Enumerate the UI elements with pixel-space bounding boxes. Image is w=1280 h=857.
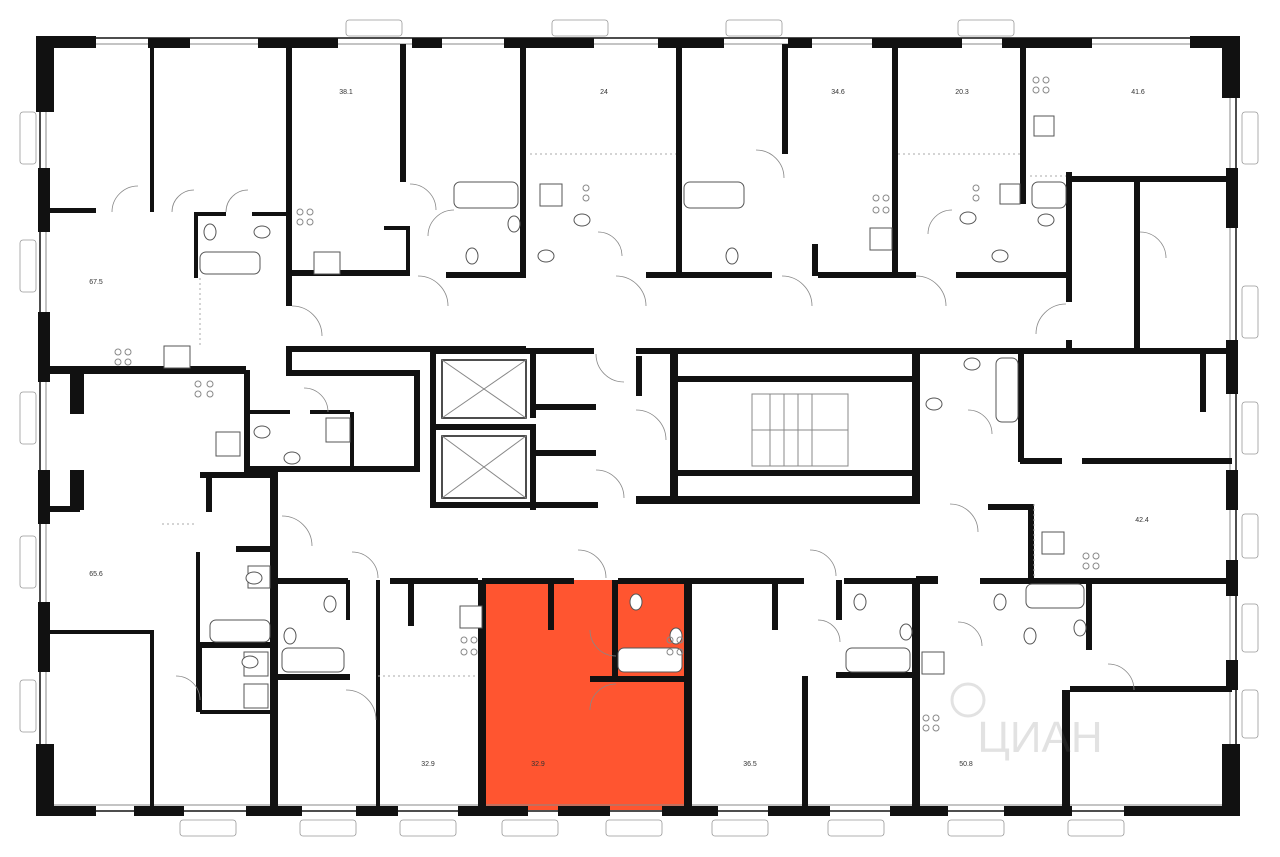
- elevator-core: [430, 348, 598, 510]
- bottom-row-walls: [278, 576, 1232, 810]
- area-label-apt-left-1: 67.5: [89, 279, 103, 286]
- outer-wall: [39, 37, 1237, 812]
- stair-core: [636, 352, 920, 504]
- area-label-apt-right-1: 42.4: [1135, 517, 1149, 524]
- left-block-walls: [50, 366, 278, 810]
- area-label-apt-bottom-1: 32.9: [421, 761, 435, 768]
- zone-lines: [162, 153, 1066, 677]
- windows: [19, 19, 1259, 837]
- watermark-text: ЦИАН: [977, 713, 1102, 762]
- corridor-lower-walls: [278, 504, 1232, 584]
- fixtures: [114, 76, 1100, 732]
- area-label-apt-top-1: 38.1: [339, 89, 353, 96]
- bottom-facade: [134, 806, 1186, 816]
- area-label-apt-top-3: 34.6: [831, 89, 845, 96]
- area-label-apt-left-2: 65.6: [89, 571, 103, 578]
- area-labels: 38.1 24 34.6 20.3 41.6 67.5 65.6 42.4 32…: [89, 89, 1149, 768]
- area-label-apt-top-4: 20.3: [955, 89, 969, 96]
- side-facades: [38, 168, 1238, 690]
- area-label-apt-top-2: 24: [600, 89, 608, 96]
- top-row-walls: [50, 44, 1230, 350]
- corner-blocks: [36, 36, 1240, 816]
- top-facade: [148, 38, 1092, 48]
- area-label-apt-top-5: 41.6: [1131, 89, 1145, 96]
- area-label-apt-bottom-2: 32.9: [531, 761, 545, 768]
- corridor-upper-walls: [244, 340, 1232, 472]
- apartment-highlight[interactable]: [484, 580, 686, 810]
- area-label-apt-bottom-4: 50.8: [959, 761, 973, 768]
- doors: [111, 149, 1167, 721]
- watermark-logo: ЦИАН: [950, 682, 1103, 762]
- area-label-apt-bottom-3: 36.5: [743, 761, 757, 768]
